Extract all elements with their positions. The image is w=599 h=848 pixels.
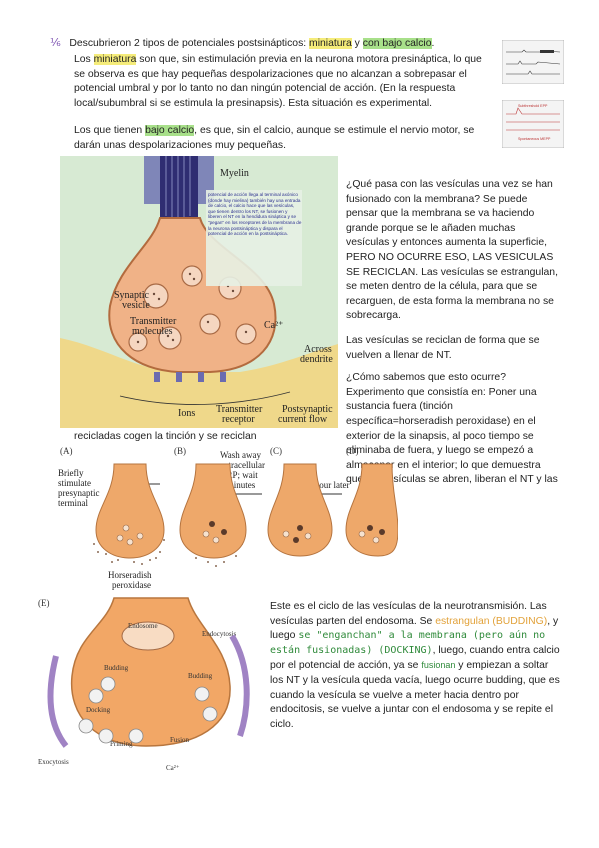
vesicle [158, 326, 182, 350]
para-mini-lead: Los [74, 54, 94, 65]
cycle-vesicle [194, 686, 210, 702]
label-priming: Priming [110, 740, 133, 748]
cycle-vesicle [128, 728, 144, 744]
right-column: ¿Qué pasa con las vesículas una vez se h… [346, 178, 560, 488]
cycle-paragraph: Este es el ciclo de las vesículas de la … [270, 600, 562, 732]
para-calcio-rest: , es que, sin el calcio, aunque se estim… [74, 125, 475, 151]
cycle-docking: se "enganchan" a la membrana (pero aún n… [270, 630, 546, 656]
bullet-icon: ⅙ [50, 37, 61, 49]
cycle-vesicle [78, 718, 94, 734]
endocytosis-arrow [229, 634, 250, 737]
panel-c-label: (C) [270, 446, 282, 456]
cycle-vesicle [88, 688, 104, 704]
endosome [121, 621, 175, 651]
label-ca: Ca²⁺ [264, 320, 283, 331]
epp-trace-thumbnail-2: Subthreshold EPP Spontaneous MEPP [502, 100, 564, 148]
cycle-terminal [70, 597, 231, 747]
label-docking: Docking [86, 706, 111, 714]
label-budding-2: Budding [188, 672, 213, 680]
postsynaptic-dendrite [60, 338, 338, 428]
para-calcio-term: bajo calcio [145, 125, 195, 136]
intro-line: ⅙ Descubrieron 2 tipos de potenciales po… [50, 36, 434, 52]
cycle-s1: Este es el ciclo de las vesículas de la … [270, 601, 547, 627]
intro-mid: y [351, 38, 363, 49]
intro-text: Descubrieron 2 tipos de potenciales post… [69, 38, 310, 49]
vesicle [181, 265, 203, 287]
cycle-s3: , luego, cuando entra calcio por el pote… [270, 644, 560, 672]
label-budding-1: Budding [104, 664, 129, 672]
label-one-hour: 1 hour later [308, 480, 349, 490]
paragraph-miniatura: Los miniatura son que, sin estimulación … [74, 53, 494, 111]
paragraph-bajo-calcio: Los que tienen bajo calcio, es que, sin … [74, 124, 494, 153]
label-fusion: Fusion [170, 736, 190, 744]
panel-b-label: (B) [174, 446, 186, 456]
right-p1: ¿Qué pasa con las vesículas una vez se h… [346, 179, 558, 322]
label-endocytosis: Endocytosis [202, 630, 236, 638]
cycle-vesicle [100, 676, 116, 692]
label-ions: Ions [178, 408, 195, 419]
current-flow-arrow [119, 391, 291, 405]
annotation-box [206, 190, 302, 286]
para-mini-term: miniatura [93, 54, 137, 65]
thumb-label-1: Subthreshold EPP [518, 104, 548, 108]
cycle-budding: estrangulan (BUDDING) [435, 615, 548, 627]
epp-trace-thumbnail-1 [502, 40, 564, 84]
cycle-s4: y empiezan a soltar los NT y la vesícula… [270, 660, 560, 730]
terminal-b [179, 463, 247, 559]
label-endosome: Endosome [128, 622, 158, 630]
para-calcio-lead: Los que tienen [74, 125, 146, 136]
panel-a-label: (A) [60, 446, 73, 456]
thumb-label-2: Spontaneous MEPP [518, 137, 551, 141]
right-p3: ¿Cómo sabemos que esto ocurre? Experimen… [346, 372, 558, 486]
terminal-d [345, 463, 398, 557]
synapse-figure: potencial de acción llega al terminal ax… [60, 156, 338, 428]
cycle-fusion: fusionan [421, 660, 456, 671]
terminal-a [95, 463, 165, 559]
vesicle-cycle-figure: (E) Endosome Endocytosis Budding Budding… [38, 597, 250, 772]
panel-d-label: (D) [346, 446, 359, 456]
term-bajo-calcio: con bajo calcio [362, 38, 432, 49]
vesicle [143, 283, 169, 309]
cycle-s2: , y luego [270, 615, 559, 642]
panel-e-label: (E) [38, 598, 50, 608]
label-exocytosis: Exocytosis [38, 758, 69, 766]
terminal-c [267, 463, 333, 557]
label-myelin: Myelin [220, 168, 249, 179]
right-p2: Las vesículas se reciclan de forma que s… [346, 334, 540, 361]
continuation-line: recicladas cogen la tinción y se recicla… [74, 431, 257, 442]
synapse-annotation: potencial de acción llega al terminal ax… [208, 192, 302, 237]
cycle-vesicle [98, 728, 114, 744]
term-miniatura: miniatura [309, 38, 352, 49]
vesicle [235, 323, 257, 345]
label-ca-cycle: Ca²⁺ [166, 764, 180, 772]
para-mini-rest: son que, sin estimulación previa en la n… [74, 54, 482, 109]
cycle-vesicle [202, 706, 218, 722]
intro-end: . [431, 38, 435, 49]
vesicle [199, 313, 221, 335]
exocytosis-arrow [47, 655, 69, 748]
